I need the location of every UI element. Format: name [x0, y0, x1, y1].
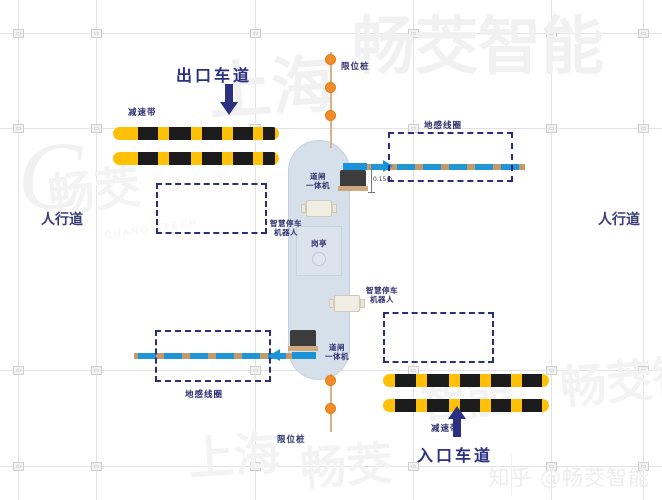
barrier-gate-top-label-line1: 道闸 [310, 172, 326, 181]
limit-post [325, 110, 336, 121]
speed-bump-top-1 [113, 127, 279, 140]
parking-robot-bottom [334, 295, 360, 312]
ground-loop-bottom-right [383, 312, 494, 363]
grid-node [638, 366, 649, 375]
guard-booth-label: 岗亭 [311, 239, 327, 248]
grid-node [13, 462, 24, 471]
sidewalk-right-label: 人行道 [598, 212, 640, 228]
guard-booth-marker [312, 252, 326, 266]
limit-post-bottom-label: 限位桩 [277, 435, 306, 445]
grid-line-vertical [96, 0, 97, 500]
grid-node [250, 366, 261, 375]
speed-bump-bottom-label: 减速带 [431, 424, 460, 434]
grid-node [546, 366, 557, 375]
barrier-gate-bottom-label-line1: 道闸 [329, 343, 345, 352]
dimension-label-top: 0.15m [373, 176, 393, 183]
barrier-gate-top-base [338, 186, 368, 191]
grid-node [250, 462, 261, 471]
entrance-lane-arrow-icon [448, 406, 466, 437]
watermark-city-bottom: 上海 [186, 425, 282, 487]
parking-robot-top-ear-left [301, 204, 306, 213]
grid-node [13, 366, 24, 375]
barrier-gate-bottom-label-line2: 一体机 [325, 352, 349, 361]
grid-node [638, 29, 649, 38]
grid-node [408, 462, 419, 471]
grid-line-horizontal [0, 33, 662, 34]
watermark-script-logo: C [18, 122, 83, 229]
grid-node [13, 29, 24, 38]
sidewalk-left-label: 人行道 [41, 212, 83, 228]
exit-lane-arrow-icon [220, 84, 238, 115]
barrier-gate-bottom-base [288, 346, 318, 351]
grid-node [638, 124, 649, 133]
speed-bump-bottom-1 [383, 374, 549, 387]
entrance-lane-label: 入口车道 [417, 446, 494, 465]
ground-loop-bottom-left [155, 330, 271, 382]
grid-node [91, 462, 102, 471]
zhihu-watermark: 知乎 @畅茭智能 [488, 466, 650, 490]
guard-booth-body [296, 226, 342, 276]
parking-robot-bottom-label-line2: 机器人 [370, 295, 394, 304]
grid-line-vertical [643, 0, 644, 500]
grid-node [13, 124, 24, 133]
barrier-gate-bottom-body [290, 330, 316, 347]
parking-robot-top-ear-right [332, 204, 337, 213]
grid-node [408, 29, 419, 38]
parking-robot-top-label-line2: 机器人 [274, 228, 298, 237]
limit-post-connector-top [330, 52, 332, 148]
grid-node [546, 462, 557, 471]
parking-robot-bottom-ear-right [360, 299, 365, 308]
watermark-divider [511, 454, 512, 496]
limit-post [325, 375, 336, 386]
ground-loop-top-left [156, 183, 267, 234]
speed-bump-top-label: 减速带 [128, 108, 157, 118]
watermark-brand-bottom-3: 畅茭 [298, 435, 394, 497]
ground-loop-bottom-label: 地感线圈 [185, 390, 224, 400]
grid-line-vertical [413, 0, 414, 500]
grid-node [91, 29, 102, 38]
limit-post [325, 82, 336, 93]
parking-robot-top-label-line1: 智慧停车 [270, 219, 302, 228]
grid-line-vertical [255, 0, 256, 500]
arm-direction-arrow [270, 349, 280, 361]
grid-node [91, 124, 102, 133]
limit-post [325, 403, 336, 414]
dimension-line-top [371, 167, 372, 193]
speed-bump-top-2 [113, 152, 279, 165]
watermark-brand-top: 畅茭智能 [352, 10, 604, 83]
limit-post [325, 54, 336, 65]
speed-bump-bottom-2 [383, 399, 549, 412]
grid-node [546, 29, 557, 38]
parking-robot-top [306, 200, 332, 217]
grid-line-horizontal [0, 466, 662, 467]
grid-node [250, 29, 261, 38]
grid-node [546, 124, 557, 133]
grid-node [91, 366, 102, 375]
grid-line-vertical [551, 0, 552, 500]
ground-loop-top-right [388, 132, 513, 182]
dimension-tick [368, 192, 375, 193]
limit-post-top-label: 限位桩 [341, 62, 370, 72]
ground-loop-top-label: 地感线圈 [424, 121, 463, 131]
exit-lane-label: 出口车道 [176, 66, 253, 85]
barrier-gate-top-body [340, 170, 366, 187]
grid-node [638, 462, 649, 471]
parking-robot-bottom-ear-left [329, 299, 334, 308]
barrier-gate-top-label-line2: 一体机 [306, 181, 330, 190]
watermark-brand-bottom-2: 畅茭智能 [558, 345, 662, 415]
parking-robot-bottom-label-line1: 智慧停车 [366, 286, 398, 295]
grid-line-vertical [18, 0, 19, 500]
